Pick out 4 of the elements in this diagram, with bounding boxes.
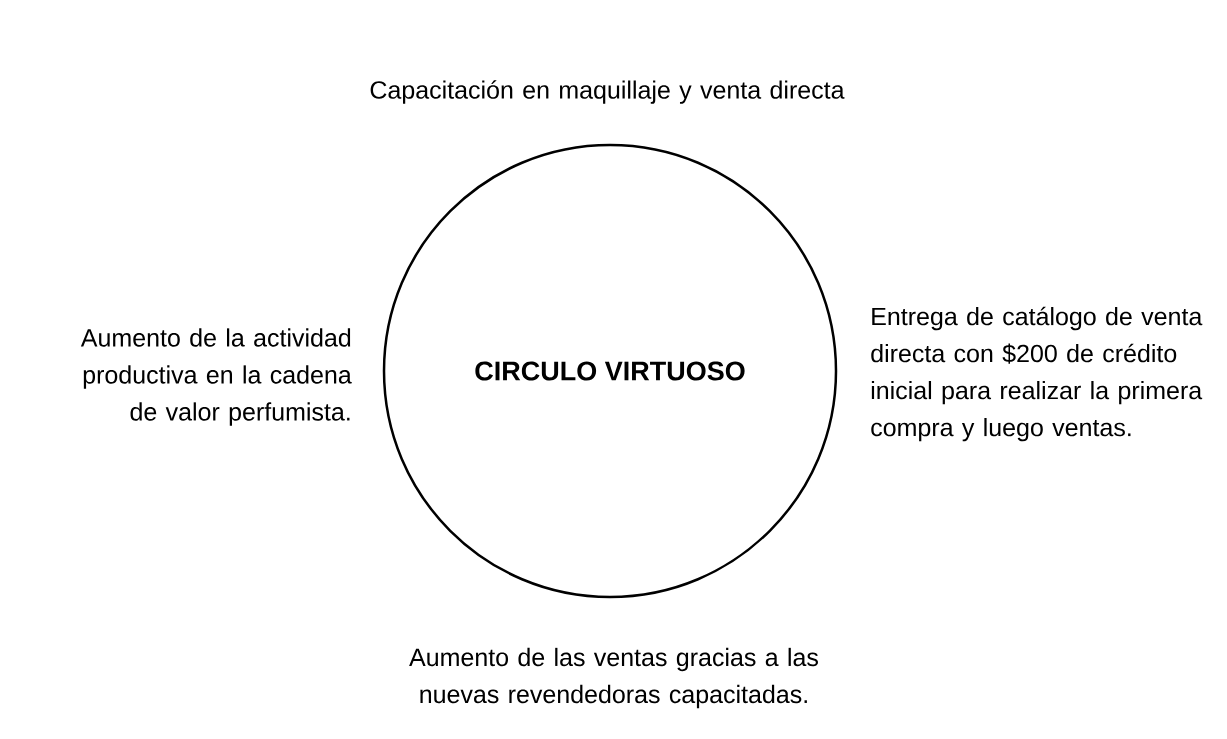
text-label: Aumento de la actividad productiva en la cadena de valor perfumista.: [80, 328, 352, 426]
text-label: Capacitación en maquillaje y venta directa: [370, 80, 845, 104]
text-label: Entrega de catálogo de venta directa con $200 de crédito inicial para realizar la primera compra y luego ventas.: [871, 306, 1203, 442]
text-label: Aumento de las ventas gracias a las nuevas revendedoras capacitadas.: [409, 647, 818, 709]
